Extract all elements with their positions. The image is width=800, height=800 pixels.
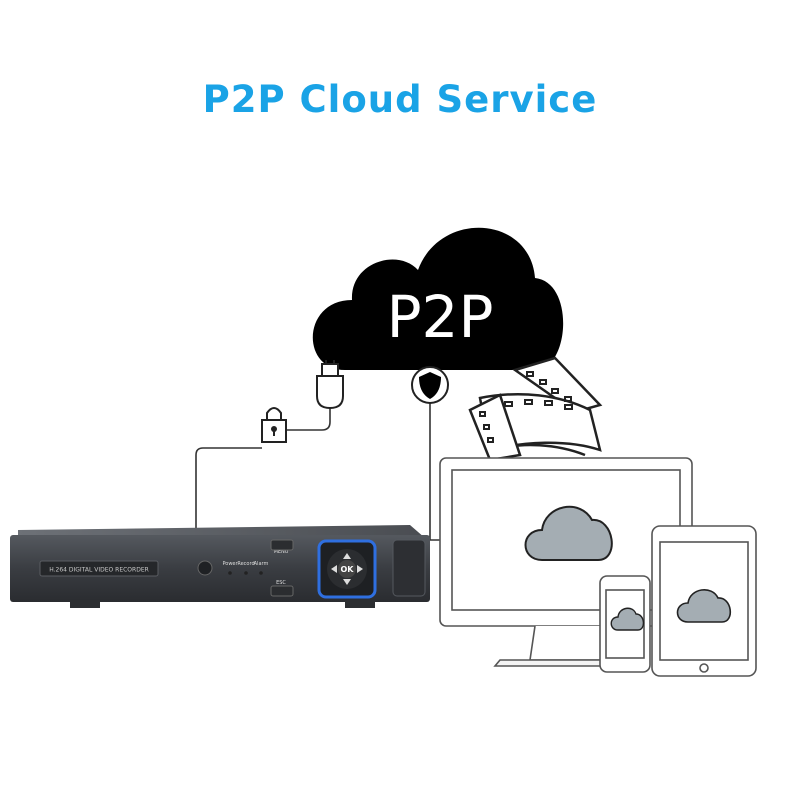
ir-sensor	[197, 560, 213, 576]
tablet-cloud-icon	[676, 589, 731, 623]
ok-label: OK	[341, 565, 355, 574]
dvr-model-label: H.264 DIGITAL VIDEO RECORDER	[49, 567, 149, 574]
shield-icon	[411, 366, 449, 404]
page-title: P2P Cloud Service	[202, 78, 598, 121]
dvr-recorder: H.264 DIGITAL VIDEO RECORDER Power Recor…	[10, 525, 430, 608]
film-strip-icon	[468, 356, 603, 462]
indicator-power: Power	[222, 561, 238, 567]
cloud-shape	[312, 227, 564, 370]
lock-icon	[261, 407, 287, 443]
p2p-cloud: P2P	[312, 227, 564, 370]
menu-label: MENU	[274, 549, 289, 555]
indicator-alarm: Alarm	[254, 561, 269, 567]
esc-label: ESC	[276, 580, 286, 586]
ok-button[interactable]	[338, 560, 356, 578]
plug-icon	[316, 360, 344, 410]
monitor-cloud-icon	[524, 505, 613, 561]
phone-cloud-icon	[610, 607, 645, 631]
cloud-label: P2P	[387, 283, 494, 351]
tablet	[651, 525, 757, 677]
indicator-record: Record	[237, 561, 254, 567]
phone	[599, 575, 651, 673]
esc-button[interactable]	[270, 585, 294, 597]
menu-button[interactable]	[270, 539, 294, 551]
